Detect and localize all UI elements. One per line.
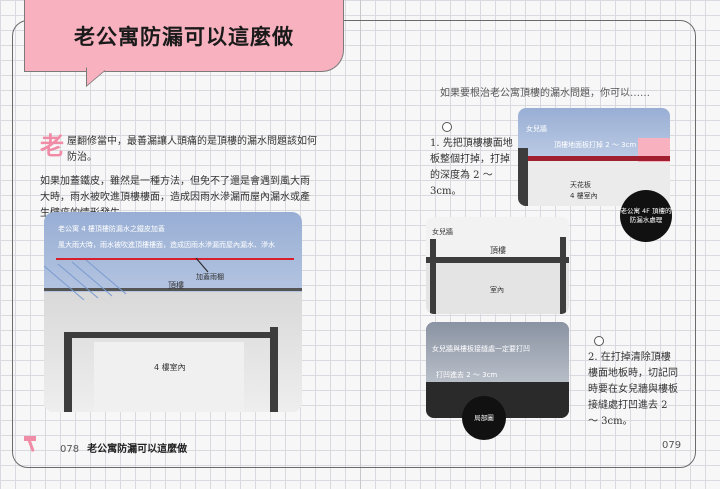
label-rooftop: 頂樓: [168, 281, 184, 290]
title-banner: 老公寓防漏可以這麼做: [24, 0, 344, 72]
step2-photo: 女兒牆 頂樓 室內: [426, 217, 569, 314]
pillar-left: [64, 332, 72, 412]
step2-room-label: 室內: [490, 286, 504, 294]
step1-ceiling-label: 天花板: [570, 181, 591, 189]
room-wall: [94, 342, 244, 412]
main-photo-caption: 風大雨大時，雨水被吹進頂樓樓面，造成因雨水滲漏而屋內漏水、滲水: [58, 241, 275, 249]
step2-parapet-label: 女兒牆: [432, 228, 453, 236]
step3-wall: [426, 322, 569, 382]
step2-dot: [594, 336, 604, 346]
step1-parapet-label: 女兒牆: [526, 125, 547, 133]
step1-text: 1. 先把頂樓樓面地板整個打掉，打掉的深度為 2 ～ 3cm。: [430, 138, 513, 197]
page-frame: [12, 20, 696, 468]
floor-beam: [64, 332, 278, 338]
page-spine: [360, 0, 361, 489]
step2-floor: [426, 257, 569, 263]
page-number-left: 078: [60, 444, 80, 455]
cover-pointer: [195, 257, 209, 273]
step2-pillar-right: [560, 237, 566, 314]
step1-floor-note: 頂樓地面板打掉 2 ～ 3cm: [554, 141, 637, 149]
label-room: 4 樓室內: [154, 363, 186, 372]
page-title: 老公寓防漏可以這麼做: [74, 23, 294, 49]
pillar-right: [270, 327, 278, 412]
main-photo: 老公寓 4 樓頂樓防漏水之鐵皮加蓋 風大雨大時，雨水被吹進頂樓樓面，造成因雨水滲…: [44, 212, 302, 412]
detail-badge: 局部圖: [462, 396, 506, 440]
hammer-icon: [24, 436, 36, 452]
roof-edge: [44, 288, 302, 291]
step1-room-label: 4 樓室內: [570, 192, 598, 200]
footer-left: 078 老公寓防漏可以這麼做: [60, 440, 187, 455]
label-cover: 加蓋雨棚: [196, 273, 224, 281]
page-number-right: 079: [662, 440, 682, 451]
step1-photo: 女兒牆 頂樓地面板打掉 2 ～ 3cm 天花板 4 樓室內: [518, 108, 670, 206]
step2-parapet-wall: [426, 217, 569, 257]
step3-depth-note: 打凹進去 2 ～ 3cm: [436, 371, 498, 379]
step2-rooftop-label: 頂樓: [490, 246, 506, 255]
step2-text: 2. 在打掉清除頂樓樓面地板時，切記同時要在女兒牆與樓板接縫處打凹進去 2 ～ …: [588, 352, 678, 427]
step1-dot: [442, 122, 452, 132]
step2-pillar-left: [430, 239, 436, 314]
step1-pillar: [518, 148, 528, 206]
step1-floor-removed: [518, 156, 670, 161]
footer-title: 老公寓防漏可以這麼做: [87, 444, 188, 455]
intro-paragraph-1: 屋翻修當中，最善漏讓人頭痛的是頂樓的漏水問題該如何防治。: [67, 136, 317, 163]
waterproof-badge: 老公寓 4F 頂樓的防漏水處理: [620, 190, 672, 242]
rain-line: [56, 258, 294, 260]
dropcap: 老: [40, 131, 64, 160]
main-photo-title: 老公寓 4 樓頂樓防漏水之鐵皮加蓋: [58, 225, 165, 233]
rain-streaks: [44, 260, 127, 300]
right-intro: 如果要根治老公寓頂樓的漏水問題，你可以……: [440, 88, 650, 99]
step3-joint-note: 女兒牆與樓板接縫處一定要打凹: [432, 345, 530, 353]
